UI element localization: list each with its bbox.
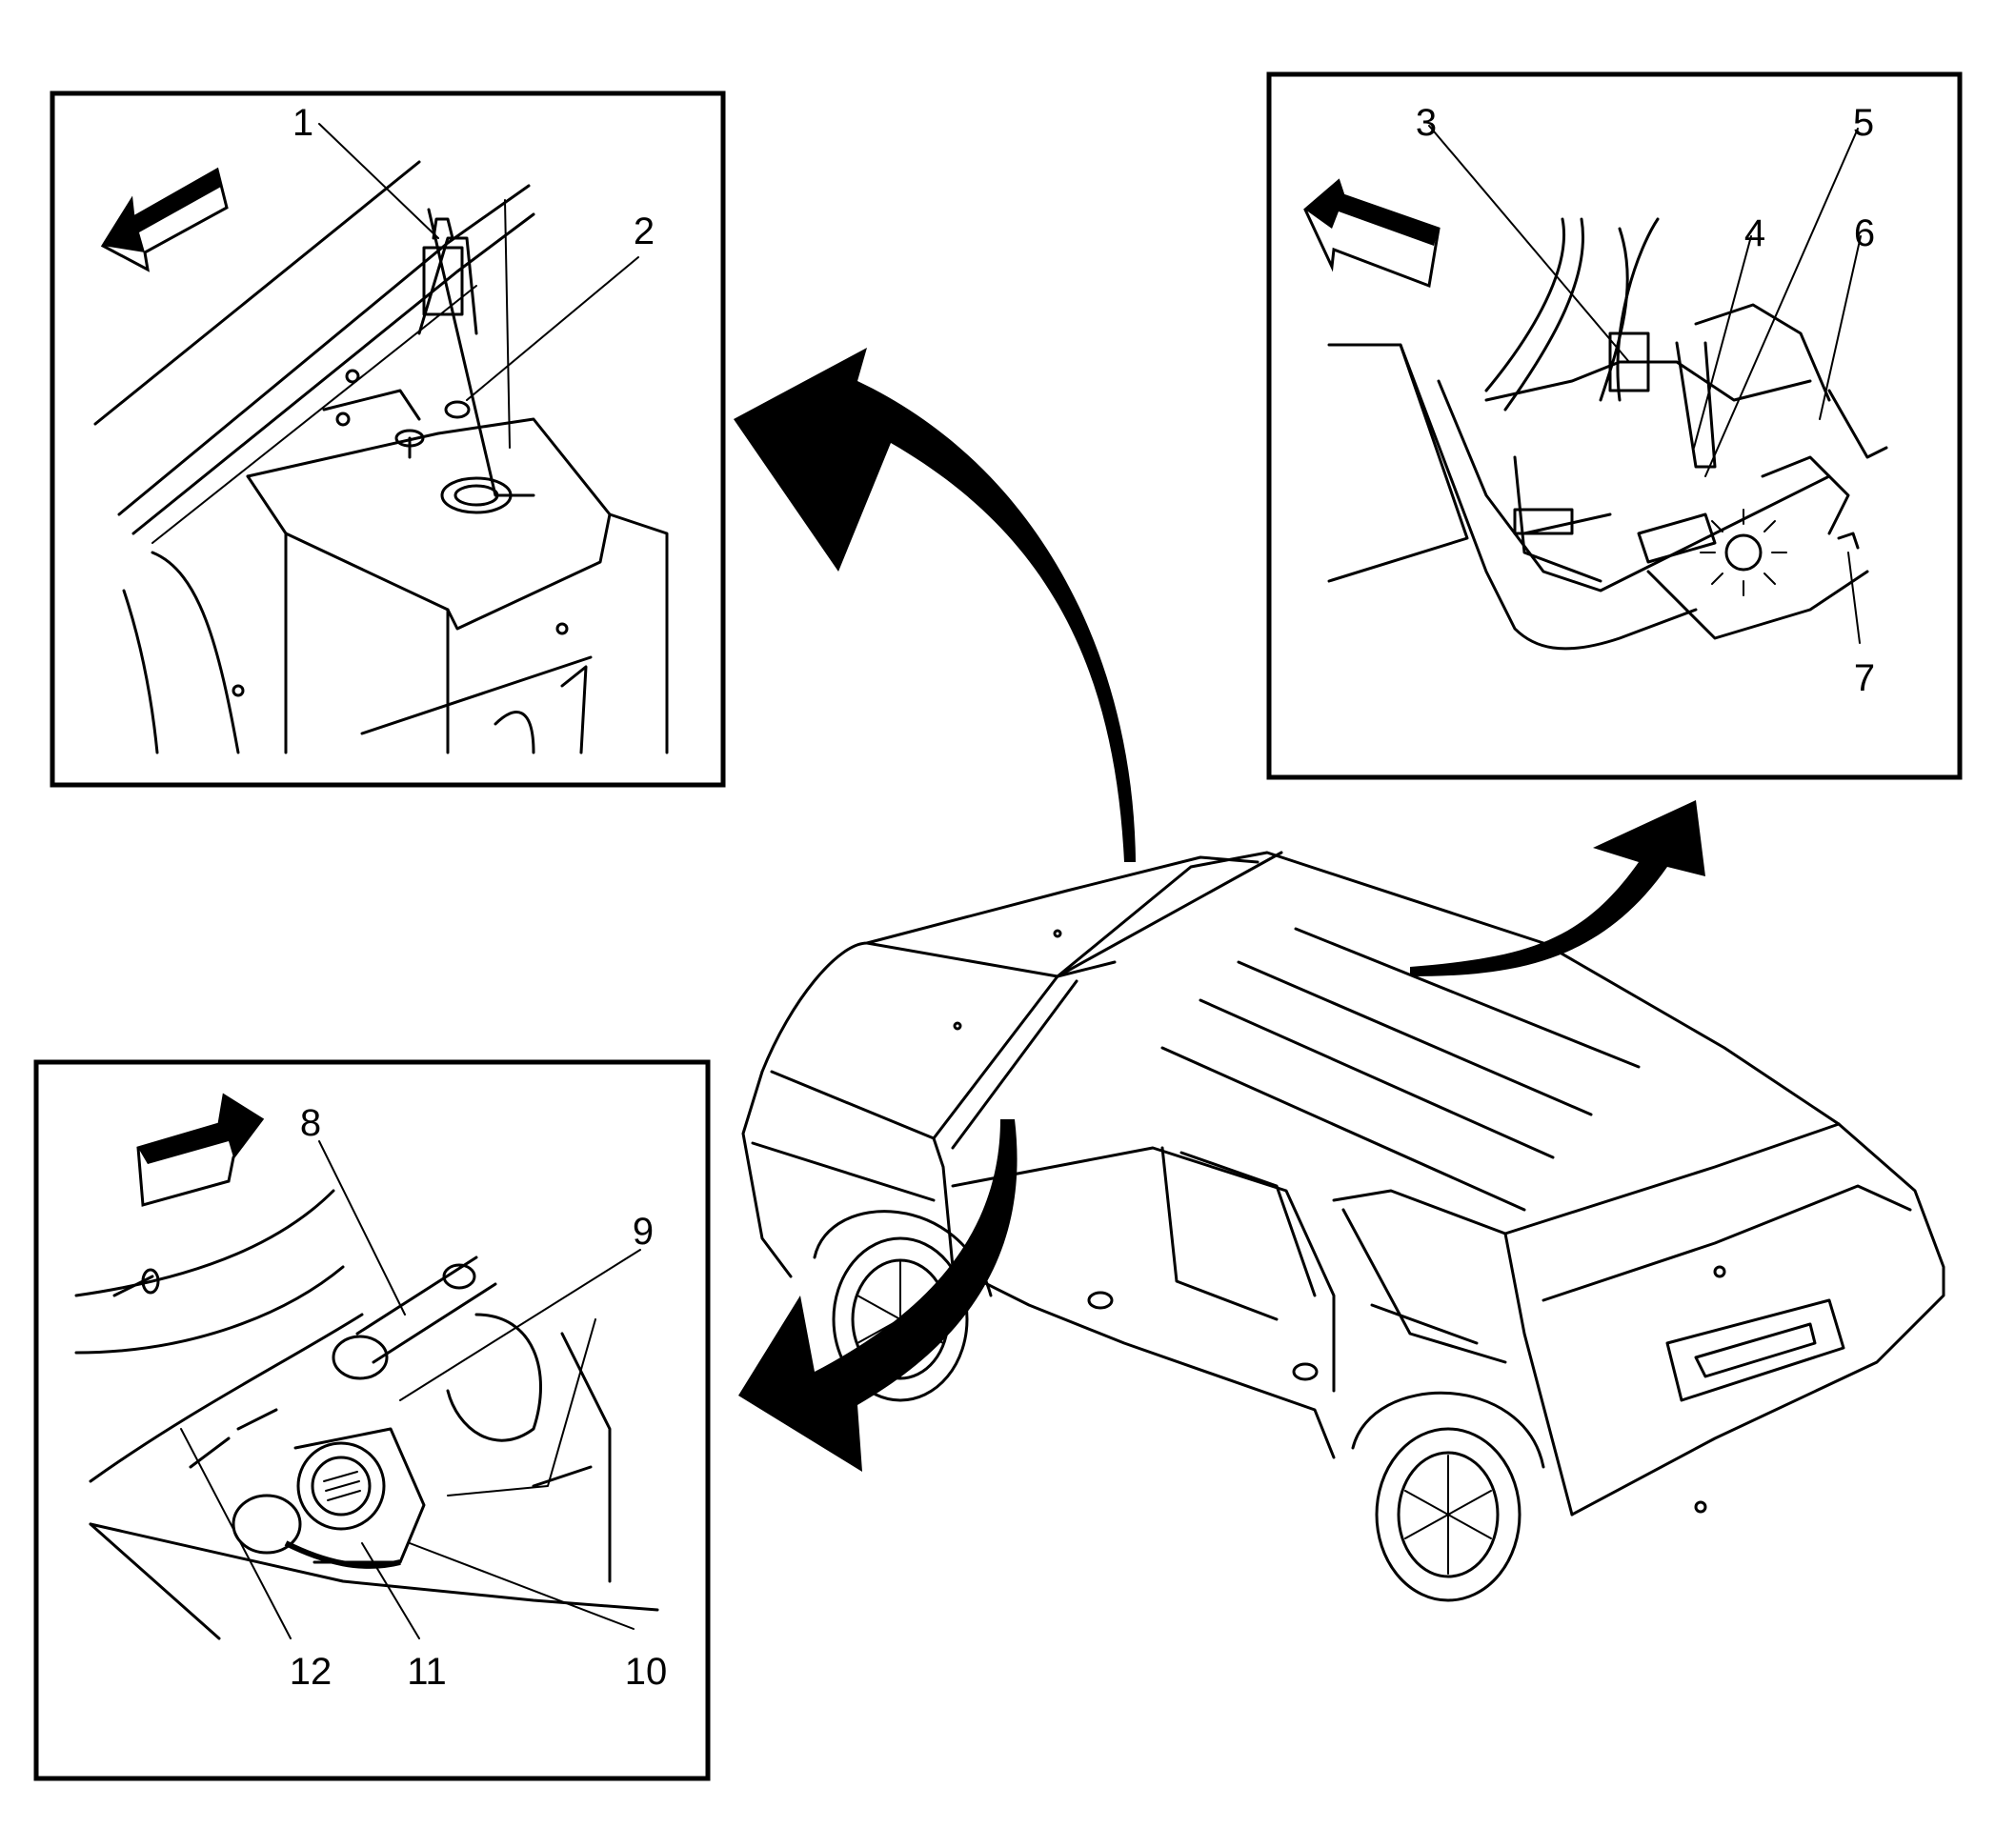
detail-panel-top-left: 1 2 [50,90,726,788]
callout-6: 6 [1854,212,1875,254]
curved-pointer-arrow-icon [734,348,1136,862]
curved-pointer-arrow-icon [1410,800,1705,976]
forward-direction-arrow-icon [136,1093,265,1207]
callout-10: 10 [625,1651,668,1693]
callout-1: 1 [292,102,313,144]
callout-3: 3 [1416,102,1437,144]
forward-direction-arrow-icon [100,167,229,272]
callout-4: 4 [1744,212,1765,254]
callout-12: 12 [290,1651,332,1693]
callout-9: 9 [633,1211,654,1253]
interior-illustration [1327,217,1888,651]
curved-pointer-arrow-icon [738,1119,1018,1472]
vehicle-illustration [741,851,1945,1602]
detail-panel-bottom-left: 8 9 10 11 12 [33,1059,711,1781]
forward-direction-arrow-icon [1303,178,1441,289]
engine-compartment-illustration [74,1189,659,1640]
underhood-illustration [93,160,669,754]
callout-2: 2 [634,211,655,252]
callout-7: 7 [1854,657,1875,699]
callout-11: 11 [407,1651,447,1693]
detail-panel-top-right: 3 4 5 6 7 [1266,71,1963,780]
callout-8: 8 [300,1102,321,1144]
callout-5: 5 [1853,102,1874,144]
